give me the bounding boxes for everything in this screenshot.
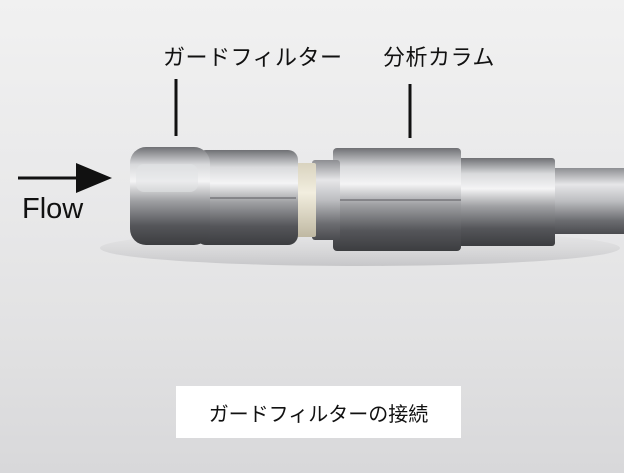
caption: ガードフィルターの接続 — [208, 401, 429, 426]
column-collar — [312, 160, 340, 240]
guard-filter-cap — [130, 147, 210, 245]
flow-label: Flow — [22, 193, 84, 225]
analytical-column-label: 分析カラム — [383, 46, 495, 71]
caption-box: ガードフィルターの接続 — [176, 386, 461, 438]
guard-filter-label: ガードフィルター — [163, 46, 343, 71]
column-body — [455, 158, 555, 246]
